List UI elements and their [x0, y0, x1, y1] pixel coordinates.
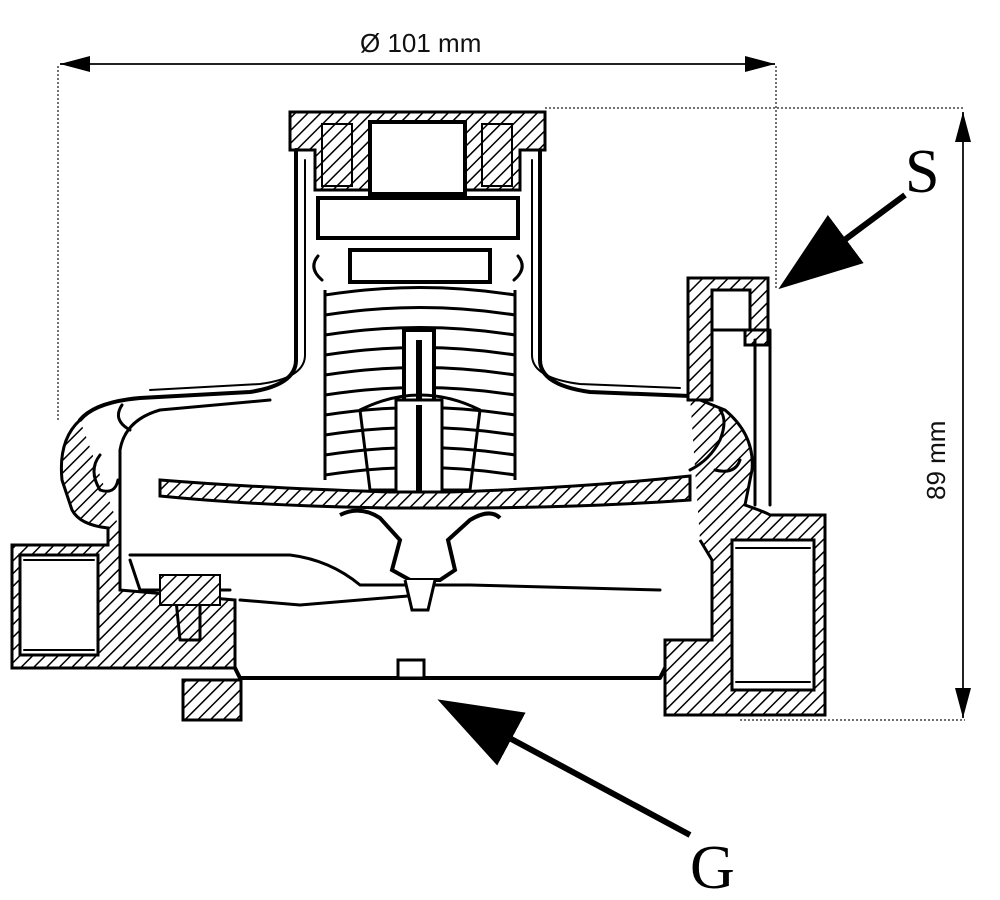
spring-plate	[316, 196, 520, 240]
callout-s-label: S	[905, 138, 939, 206]
callout-g-label: G	[690, 834, 735, 900]
valve-lever	[339, 508, 502, 582]
callout-g: G	[437, 699, 735, 900]
bottom-nozzle	[181, 678, 243, 722]
height-dimension-label: 89 mm	[921, 421, 951, 500]
regulator-body	[10, 110, 827, 722]
width-dimension-label: Ø 101 mm	[360, 28, 481, 58]
height-dimension: 89 mm	[545, 107, 971, 721]
width-dimension: Ø 101 mm	[57, 28, 777, 420]
callout-s: S	[778, 138, 939, 290]
lower-body	[233, 666, 667, 680]
diaphragm	[158, 474, 692, 510]
